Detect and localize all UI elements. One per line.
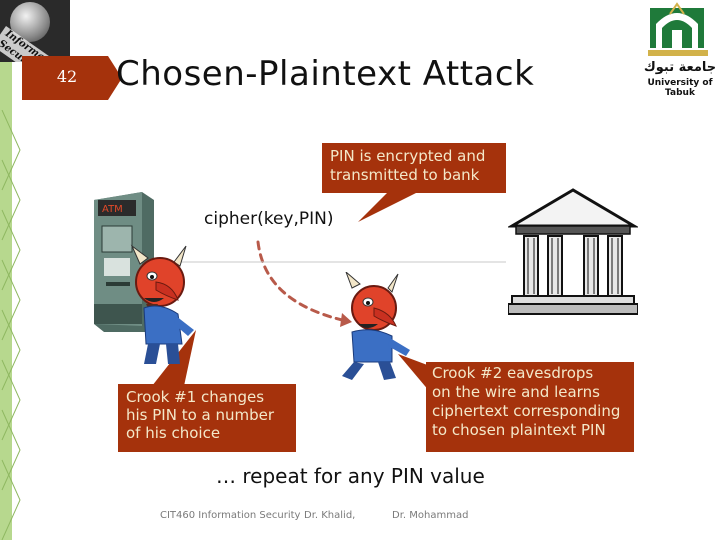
callout-line: transmitted to bank — [330, 166, 480, 184]
university-name-arabic: جامعة تبوك — [643, 60, 717, 75]
callout-crook-1: Crook #1 changes his PIN to a number of … — [118, 384, 296, 452]
callout-crook-2: Crook #2 eavesdrops on the wire and lear… — [426, 362, 634, 452]
callout-line: to chosen plaintext PIN — [432, 421, 606, 439]
crook-1-devil-icon — [130, 244, 194, 364]
page-number-tab — [22, 56, 122, 100]
information-security-badge: Information Security — [0, 0, 70, 62]
footer-course: CIT460 Information Security — [160, 510, 301, 521]
university-name-english: University of Tabuk — [647, 78, 713, 98]
footer-doctor-1: Dr. Khalid, — [304, 510, 356, 521]
repeat-label: … repeat for any PIN value — [216, 464, 485, 488]
dashed-wire-line — [256, 240, 344, 322]
crook-2-devil-icon — [342, 272, 410, 380]
callout-line: PIN is encrypted and — [330, 147, 486, 165]
cipher-label: cipher(key,PIN) — [204, 209, 334, 229]
callout-pin-encrypted: PIN is encrypted and transmitted to bank — [322, 143, 506, 193]
callout-line: of his choice — [126, 424, 221, 442]
left-triangle-ornament — [1, 110, 21, 540]
bank-building-icon — [508, 188, 638, 315]
footer-doctor-2: Dr. Mohammad — [392, 510, 469, 521]
callout-right-pointer — [398, 354, 430, 392]
page-number: 42 — [56, 67, 78, 86]
callout-line: his PIN to a number — [126, 406, 275, 424]
wire-arrowhead — [340, 313, 352, 327]
callout-line: ciphertext corresponding — [432, 402, 621, 420]
slide-title: Chosen-Plaintext Attack — [116, 54, 535, 94]
university-logo — [648, 2, 708, 56]
callout-line: on the wire and learns — [432, 383, 600, 401]
callout-line: Crook #1 changes — [126, 388, 265, 406]
callout-line: Crook #2 eavesdrops — [432, 364, 594, 382]
atm-machine-icon: ATM — [94, 192, 154, 332]
callout-top-pointer — [358, 192, 418, 222]
atm-label: ATM — [102, 204, 123, 215]
